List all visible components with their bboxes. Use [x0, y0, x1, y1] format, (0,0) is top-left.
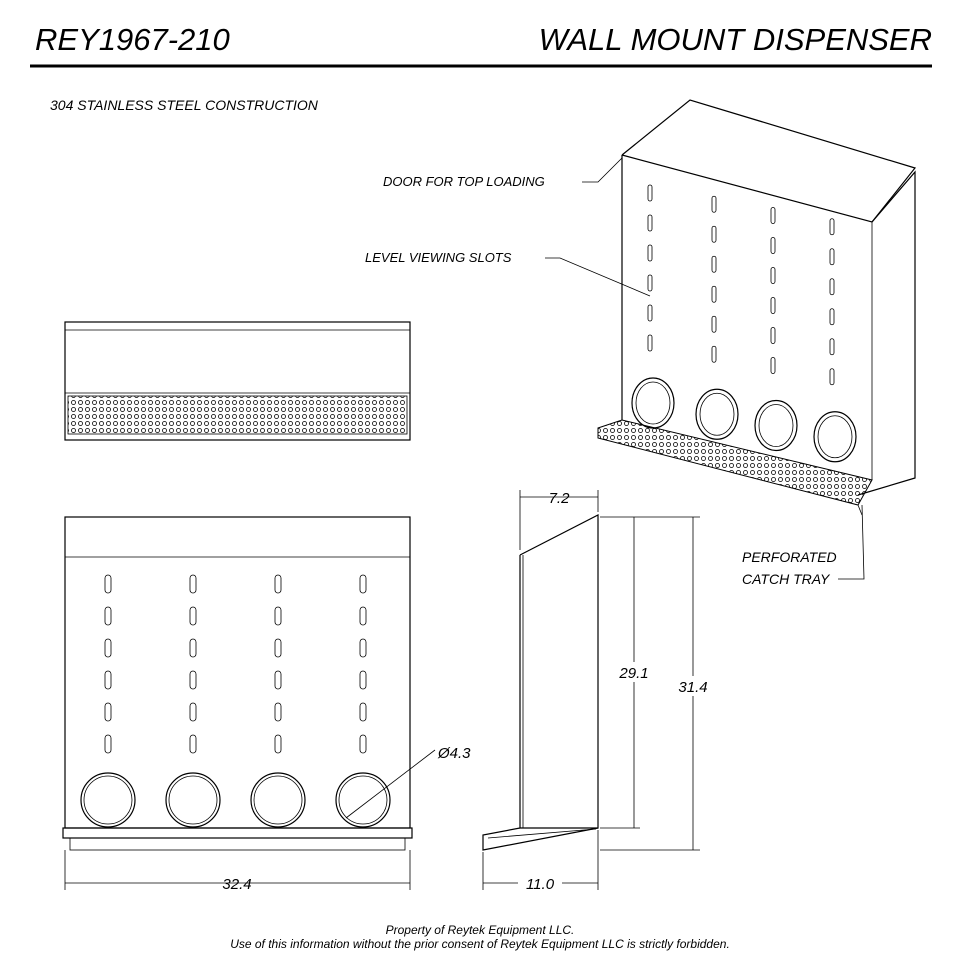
iso-viewing-slot [829, 278, 835, 296]
iso-viewing-slot [711, 285, 717, 303]
iso-viewing-slot [770, 297, 776, 314]
iso-viewing-slot [647, 244, 653, 262]
width-dimension: 32.4 [64, 850, 411, 893]
catch-tray [62, 827, 413, 839]
iso-viewing-slot [647, 304, 653, 322]
viewing-slot [274, 670, 282, 690]
front-panel [64, 516, 411, 829]
viewing-slot [104, 734, 112, 754]
iso-viewing-slot [711, 315, 717, 333]
iso-outlet-inner [699, 392, 735, 436]
viewing-slot [274, 638, 282, 658]
callouts: DOOR FOR TOP LOADING LEVEL VIEWING SLOTS… [365, 157, 865, 587]
iso-outlet [754, 399, 798, 452]
outlet-opening [80, 772, 136, 828]
front-view [62, 516, 413, 851]
slots-callout: LEVEL VIEWING SLOTS [365, 250, 512, 265]
viewing-slot [359, 670, 367, 690]
iso-viewing-slot [770, 327, 776, 344]
viewing-slot [359, 606, 367, 626]
tray-lip [69, 837, 406, 851]
iso-outlet-inner [817, 415, 853, 459]
tray-callout-line2: CATCH TRAY [742, 571, 831, 587]
door-callout: DOOR FOR TOP LOADING [383, 174, 545, 189]
outlet-inner [168, 775, 218, 825]
iso-viewing-slot [770, 267, 776, 284]
iso-viewing-slot [711, 225, 717, 243]
iso-viewing-slot [770, 237, 776, 254]
outlet-inner [83, 775, 133, 825]
iso-viewing-slot [647, 214, 653, 232]
viewing-slot [189, 574, 197, 594]
depth-top-label: 7.2 [549, 490, 571, 507]
viewing-slot [359, 574, 367, 594]
iso-viewing-slot [770, 357, 776, 374]
viewing-slot [189, 670, 197, 690]
width-dim-label: 32.4 [222, 876, 251, 893]
iso-outlet-inner [758, 404, 794, 447]
viewing-slot [104, 702, 112, 722]
outlet-opening [250, 772, 306, 828]
viewing-slot [104, 574, 112, 594]
isometric-view [597, 99, 917, 516]
iso-viewing-slot [770, 207, 776, 224]
viewing-slot [189, 606, 197, 626]
viewing-slot [189, 734, 197, 754]
iso-viewing-slot [647, 334, 653, 352]
iso-viewing-slot [647, 274, 653, 292]
iso-viewing-slot [829, 338, 835, 356]
viewing-slot [104, 606, 112, 626]
outlet-opening [335, 772, 391, 828]
viewing-slot [189, 638, 197, 658]
viewing-slot [104, 670, 112, 690]
diameter-dim-label: Ø4.3 [437, 745, 471, 762]
viewing-slot [274, 574, 282, 594]
viewing-slot [359, 638, 367, 658]
viewing-slot [104, 638, 112, 658]
viewing-slot [359, 734, 367, 754]
iso-viewing-slot [711, 345, 717, 363]
outlet-inner [338, 775, 388, 825]
viewing-slot [359, 702, 367, 722]
side-dimensions: 7.2 29.1 31.4 11.0 [482, 490, 716, 893]
outlet-opening [165, 772, 221, 828]
viewing-slot [274, 606, 282, 626]
footer-disclaimer: Use of this information without the prio… [230, 937, 730, 951]
iso-outlet [813, 411, 857, 463]
footer-property: Property of Reytek Equipment LLC. [385, 923, 575, 937]
depth-bottom-label: 11.0 [526, 876, 555, 893]
iso-viewing-slot [647, 184, 653, 202]
height-inner-label: 29.1 [618, 665, 648, 682]
iso-viewing-slot [829, 218, 835, 236]
iso-outlet [695, 388, 739, 440]
height-total-label: 31.4 [678, 679, 707, 696]
diameter-dimension: Ø4.3 [345, 745, 471, 819]
viewing-slot [189, 702, 197, 722]
tray-callout-line1: PERFORATED [742, 549, 837, 565]
top-view [64, 321, 411, 441]
part-number: REY1967-210 [35, 22, 230, 57]
viewing-slot [274, 702, 282, 722]
iso-viewing-slot [829, 248, 835, 266]
side-view [482, 514, 599, 851]
drawing-title: WALL MOUNT DISPENSER [539, 22, 932, 57]
iso-outlet-inner [635, 381, 671, 425]
iso-viewing-slot [829, 368, 835, 386]
iso-viewing-slot [711, 255, 717, 273]
iso-outlet [631, 377, 675, 429]
iso-viewing-slot [829, 308, 835, 326]
iso-viewing-slot [711, 195, 717, 213]
viewing-slot [274, 734, 282, 754]
material-note: 304 STAINLESS STEEL CONSTRUCTION [50, 97, 319, 113]
outlet-inner [253, 775, 303, 825]
